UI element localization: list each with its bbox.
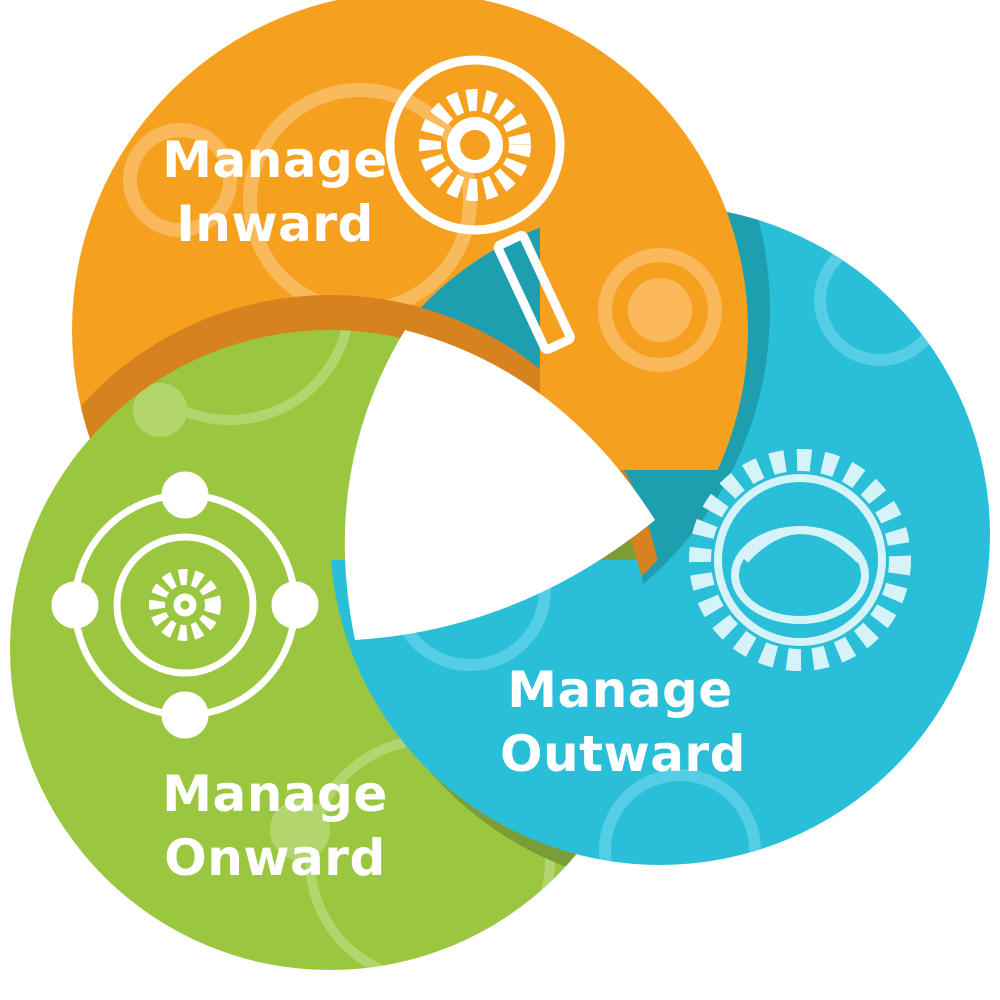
center-hole	[344, 330, 655, 640]
label-line1: Manage	[162, 131, 388, 189]
orbit-gear-icon	[51, 471, 319, 739]
label-line1: Manage	[162, 765, 388, 823]
magnifier-gear-icon	[385, 55, 575, 354]
label-line2: Outward	[500, 725, 746, 783]
label-line2: Onward	[164, 829, 386, 887]
label-manage-inward: Manage Inward	[160, 128, 390, 256]
label-manage-onward: Manage Onward	[160, 762, 390, 890]
label-manage-outward: Manage Outward	[500, 658, 746, 786]
label-line2: Inward	[176, 195, 374, 253]
interlocking-gears-icon	[689, 449, 911, 671]
label-line1: Manage	[507, 661, 733, 719]
